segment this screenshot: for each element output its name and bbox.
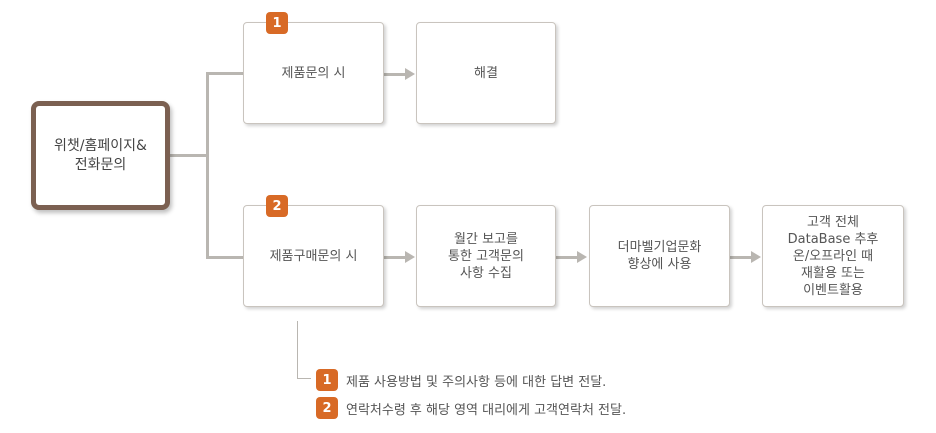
origin-label: 위챗/홈페이지& 전화문의: [54, 137, 147, 173]
row1-step2-node: 해결: [416, 22, 556, 124]
row2-step3-label: 더마벨기업문화 향상에 사용: [617, 240, 702, 272]
arrow-head-r2c: [751, 251, 761, 263]
arrow-shaft-r2b: [556, 256, 578, 259]
row2-step2-label: 월간 보고를 통한 고객문의 사항 수집: [448, 231, 524, 281]
row2-step3-node: 더마벨기업문화 향상에 사용: [589, 205, 730, 307]
row2-badge: 2: [266, 195, 288, 217]
arrow-head-r1: [405, 68, 415, 80]
note-1-text: 제품 사용방법 및 주의사항 등에 대한 답변 전달.: [346, 374, 607, 390]
row1-step1-node: 제품문의 시: [243, 22, 384, 124]
row2-step2-node: 월간 보고를 통한 고객문의 사항 수집: [416, 205, 556, 307]
connector-row1: [206, 72, 244, 75]
row1-step1-label: 제품문의 시: [281, 65, 346, 81]
notes-bracket-vertical: [297, 321, 298, 379]
arrow-shaft-r2c: [730, 256, 752, 259]
arrow-shaft-r1: [384, 73, 406, 76]
row2-step1-node: 제품구매문의 시: [243, 205, 384, 307]
note-2-text: 연락처수령 후 해당 영역 대리에게 고객연락처 전달.: [346, 402, 627, 418]
row1-step2-label: 해결: [474, 65, 498, 81]
arrow-head-r2b: [577, 251, 587, 263]
row2-step4-label: 고객 전체 DataBase 추후 온/오프라인 때 재활용 또는 이벤트활용: [787, 214, 879, 298]
row2-step4-node: 고객 전체 DataBase 추후 온/오프라인 때 재활용 또는 이벤트활용: [762, 205, 904, 307]
connector-origin: [170, 154, 208, 157]
arrow-shaft-r2a: [384, 256, 406, 259]
row2-step1-label: 제품구매문의 시: [269, 248, 358, 264]
origin-node: 위챗/홈페이지& 전화문의: [31, 101, 170, 210]
row1-badge: 1: [266, 12, 288, 34]
notes-bracket-horizontal: [297, 378, 311, 379]
note-2: 2 연락처수령 후 해당 영역 대리에게 고객연락처 전달.: [316, 397, 626, 419]
connector-trunk: [206, 72, 209, 258]
note-1: 1 제품 사용방법 및 주의사항 등에 대한 답변 전달.: [316, 369, 606, 391]
arrow-head-r2a: [405, 251, 415, 263]
connector-row2: [206, 256, 244, 259]
note-1-badge: 1: [316, 369, 338, 391]
note-2-badge: 2: [316, 397, 338, 419]
